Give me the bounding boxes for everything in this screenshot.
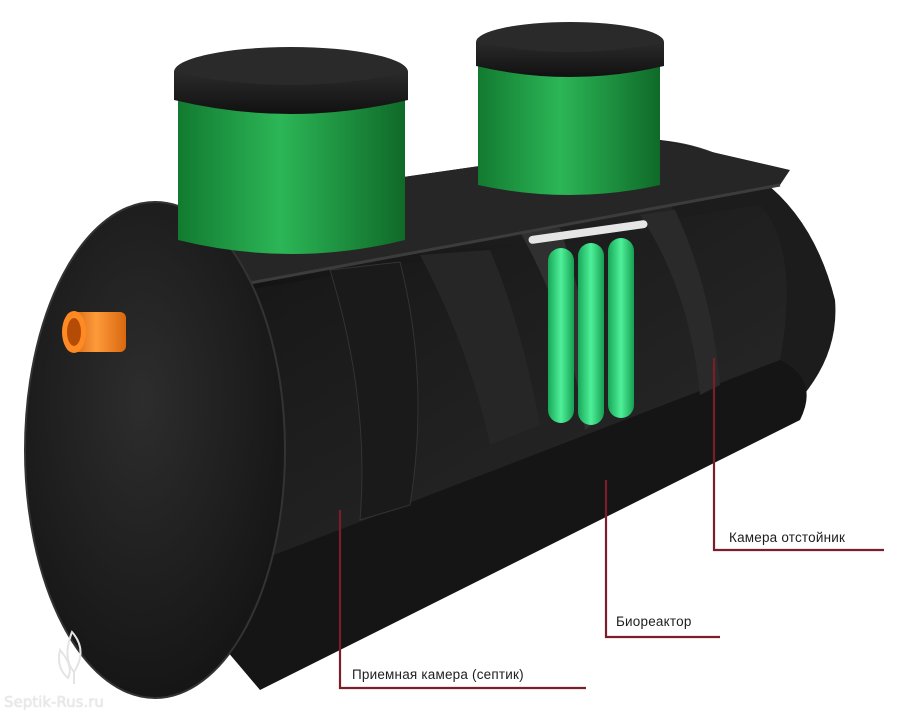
media-tube-2 <box>578 243 604 425</box>
media-tube-3 <box>608 238 634 418</box>
left-service-neck <box>174 47 408 254</box>
leaf-logo-icon <box>58 630 82 684</box>
partition-2 <box>420 250 540 445</box>
partition-4 <box>640 210 720 395</box>
media-tube-1 <box>548 248 574 423</box>
label-settling-chamber: Камера отстойник <box>729 530 846 545</box>
label-bioreactor: Биореактор <box>616 614 692 629</box>
inlet-pipe-hole <box>67 318 81 346</box>
right-neck-body <box>478 62 660 195</box>
tank-front-end <box>25 202 285 698</box>
partition-1 <box>329 261 419 521</box>
right-neck-lid-side <box>476 42 664 77</box>
left-neck-body <box>178 95 405 254</box>
leader-lines <box>338 358 884 690</box>
leader-settling-chamber <box>712 358 884 552</box>
bioreactor-pipe <box>528 220 648 244</box>
bioreactor-media <box>548 238 634 425</box>
label-receiving-chamber: Приемная камера (септик) <box>352 667 524 682</box>
tank-front-rim <box>24 201 286 699</box>
watermark-text: Septik-Rus.ru <box>4 693 104 711</box>
leader-bioreactor <box>604 480 720 639</box>
tank-bottom-shell <box>150 360 807 690</box>
right-service-neck <box>476 22 664 195</box>
tank-top-edge <box>184 183 781 297</box>
inlet-pipe <box>62 311 126 353</box>
leader-receiving-chamber <box>338 510 586 690</box>
left-neck-lid-side <box>174 72 408 114</box>
